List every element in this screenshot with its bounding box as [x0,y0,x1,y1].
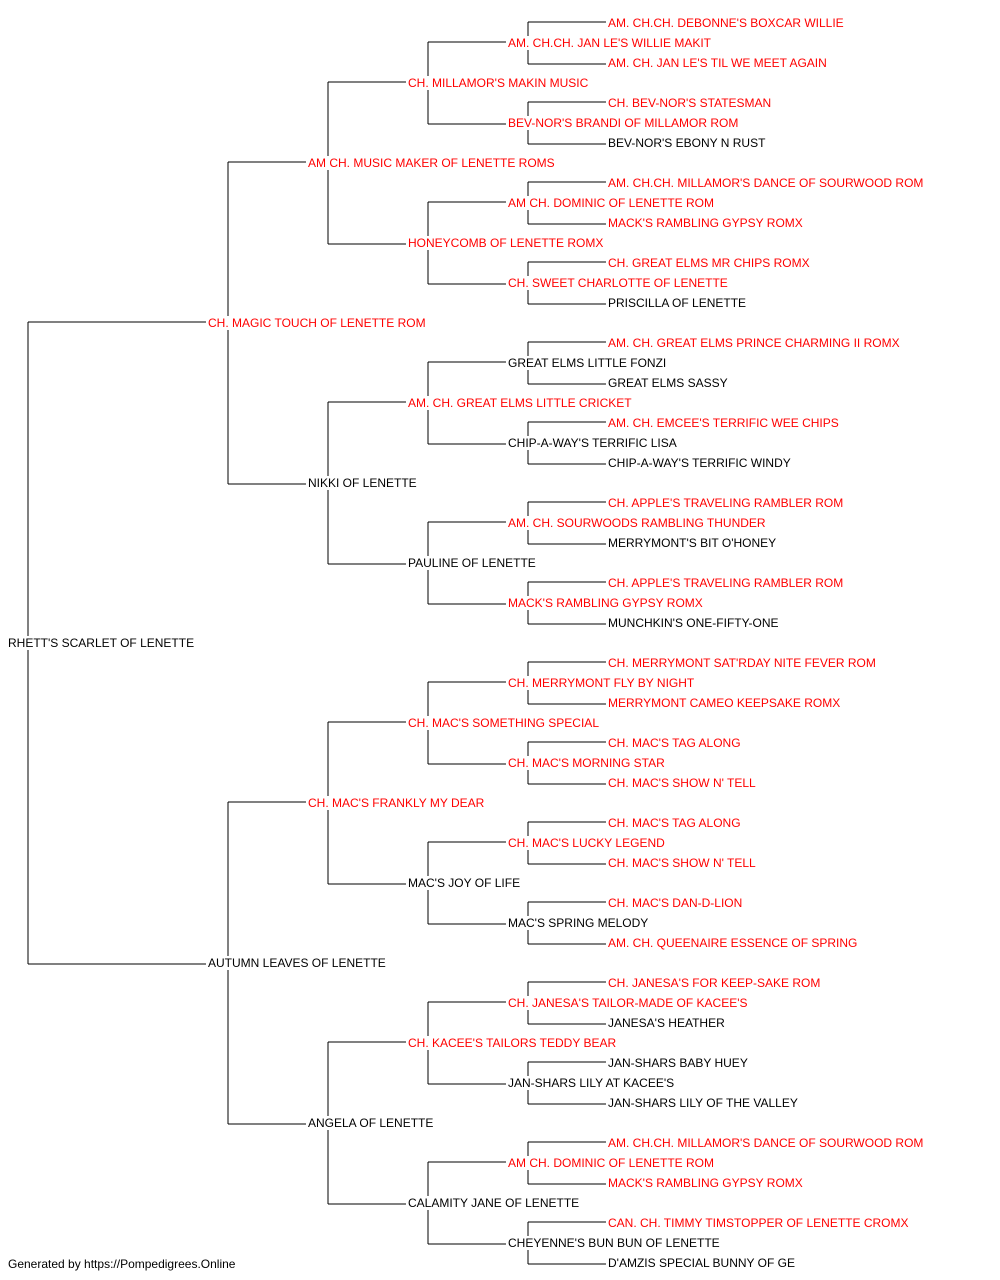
ancestor-name-gen3[interactable]: AM. CH. GREAT ELMS LITTLE CRICKET [407,396,633,410]
ancestor-name-gen4[interactable]: CH. JANESA'S TAILOR-MADE OF KACEE'S [507,996,749,1010]
ancestor-name-gen5[interactable]: PRISCILLA OF LENETTE [607,296,748,310]
ancestor-name-gen5[interactable]: MERRYMONT'S BIT O'HONEY [607,536,778,550]
ancestor-name-gen5[interactable]: MERRYMONT CAMEO KEEPSAKE ROMX [607,696,842,710]
ancestor-name-gen4[interactable]: BEV-NOR'S BRANDI OF MILLAMOR ROM [507,116,740,130]
ancestor-name-gen4[interactable]: AM. CH. SOURWOODS RAMBLING THUNDER [507,516,767,530]
ancestor-name-gen3[interactable]: MAC'S JOY OF LIFE [407,876,522,890]
ancestor-name-gen1[interactable]: AUTUMN LEAVES OF LENETTE [207,956,387,970]
ancestor-name-gen4[interactable]: JAN-SHARS LILY AT KACEE'S [507,1076,676,1090]
ancestor-name-gen4[interactable]: AM CH. DOMINIC OF LENETTE ROM [507,1156,716,1170]
ancestor-name-gen2[interactable]: NIKKI OF LENETTE [307,476,418,490]
ancestor-name-gen4[interactable]: CH. MAC'S MORNING STAR [507,756,666,770]
ancestor-name-gen3[interactable]: CH. MILLAMOR'S MAKIN MUSIC [407,76,590,90]
ancestor-name-gen5[interactable]: MACK'S RAMBLING GYPSY ROMX [607,1176,804,1190]
subject-dog-name[interactable]: RHETT'S SCARLET OF LENETTE [7,636,196,650]
ancestor-name-gen5[interactable]: JAN-SHARS LILY OF THE VALLEY [607,1096,799,1110]
ancestor-name-gen5[interactable]: AM. CH.CH. DEBONNE'S BOXCAR WILLIE [607,16,845,30]
ancestor-name-gen4[interactable]: CHIP-A-WAY'S TERRIFIC LISA [507,436,678,450]
ancestor-name-gen5[interactable]: CH. APPLE'S TRAVELING RAMBLER ROM [607,576,845,590]
ancestor-name-gen3[interactable]: CH. KACEE'S TAILORS TEDDY BEAR [407,1036,618,1050]
ancestor-name-gen4[interactable]: CH. SWEET CHARLOTTE OF LENETTE [507,276,729,290]
ancestor-name-gen3[interactable]: HONEYCOMB OF LENETTE ROMX [407,236,605,250]
ancestor-name-gen4[interactable]: AM. CH.CH. JAN LE'S WILLIE MAKIT [507,36,712,50]
ancestor-name-gen5[interactable]: MUNCHKIN'S ONE-FIFTY-ONE [607,616,780,630]
ancestor-name-gen5[interactable]: AM. CH. GREAT ELMS PRINCE CHARMING II RO… [607,336,901,350]
ancestor-name-gen2[interactable]: ANGELA OF LENETTE [307,1116,435,1130]
ancestor-name-gen5[interactable]: CH. GREAT ELMS MR CHIPS ROMX [607,256,811,270]
ancestor-name-gen5[interactable]: AM. CH. EMCEE'S TERRIFIC WEE CHIPS [607,416,840,430]
ancestor-name-gen5[interactable]: CH. MAC'S TAG ALONG [607,816,742,830]
ancestor-name-gen5[interactable]: JANESA'S HEATHER [607,1016,726,1030]
ancestor-name-gen5[interactable]: CH. MAC'S SHOW N' TELL [607,776,757,790]
ancestor-name-gen5[interactable]: AM. CH. JAN LE'S TIL WE MEET AGAIN [607,56,828,70]
ancestor-name-gen4[interactable]: MAC'S SPRING MELODY [507,916,650,930]
ancestor-name-gen1[interactable]: CH. MAGIC TOUCH OF LENETTE ROM [207,316,427,330]
ancestor-name-gen5[interactable]: CH. BEV-NOR'S STATESMAN [607,96,773,110]
ancestor-name-gen5[interactable]: JAN-SHARS BABY HUEY [607,1056,749,1070]
ancestor-name-gen4[interactable]: AM CH. DOMINIC OF LENETTE ROM [507,196,716,210]
ancestor-name-gen5[interactable]: CH. APPLE'S TRAVELING RAMBLER ROM [607,496,845,510]
ancestor-name-gen5[interactable]: CHIP-A-WAY'S TERRIFIC WINDY [607,456,792,470]
ancestor-name-gen5[interactable]: CH. MAC'S DAN-D-LION [607,896,744,910]
ancestor-name-gen2[interactable]: AM CH. MUSIC MAKER OF LENETTE ROMS [307,156,556,170]
ancestor-name-gen4[interactable]: CHEYENNE'S BUN BUN OF LENETTE [507,1236,721,1250]
ancestor-name-gen5[interactable]: BEV-NOR'S EBONY N RUST [607,136,767,150]
ancestor-name-gen3[interactable]: CALAMITY JANE OF LENETTE [407,1196,581,1210]
ancestor-name-gen3[interactable]: CH. MAC'S SOMETHING SPECIAL [407,716,600,730]
ancestor-name-gen5[interactable]: CH. MAC'S TAG ALONG [607,736,742,750]
ancestor-name-gen3[interactable]: PAULINE OF LENETTE [407,556,537,570]
ancestor-name-gen4[interactable]: CH. MAC'S LUCKY LEGEND [507,836,666,850]
ancestor-name-gen4[interactable]: MACK'S RAMBLING GYPSY ROMX [507,596,704,610]
ancestor-name-gen4[interactable]: CH. MERRYMONT FLY BY NIGHT [507,676,696,690]
ancestor-name-gen5[interactable]: GREAT ELMS SASSY [607,376,729,390]
ancestor-name-gen5[interactable]: MACK'S RAMBLING GYPSY ROMX [607,216,804,230]
ancestor-name-gen5[interactable]: AM. CH.CH. MILLAMOR'S DANCE OF SOURWOOD … [607,176,925,190]
ancestor-name-gen5[interactable]: D'AMZIS SPECIAL BUNNY OF GE [607,1256,796,1270]
generator-credit: Generated by https://Pompedigrees.Online [8,1257,236,1271]
ancestor-name-gen5[interactable]: CH. MERRYMONT SAT'RDAY NITE FEVER ROM [607,656,877,670]
ancestor-name-gen5[interactable]: CH. JANESA'S FOR KEEP-SAKE ROM [607,976,822,990]
ancestor-name-gen2[interactable]: CH. MAC'S FRANKLY MY DEAR [307,796,486,810]
ancestor-name-gen5[interactable]: CAN. CH. TIMMY TIMSTOPPER OF LENETTE CRO… [607,1216,910,1230]
ancestor-name-gen5[interactable]: AM. CH.CH. MILLAMOR'S DANCE OF SOURWOOD … [607,1136,925,1150]
ancestor-name-gen5[interactable]: AM. CH. QUEENAIRE ESSENCE OF SPRING [607,936,859,950]
ancestor-name-gen4[interactable]: GREAT ELMS LITTLE FONZI [507,356,668,370]
ancestor-name-gen5[interactable]: CH. MAC'S SHOW N' TELL [607,856,757,870]
